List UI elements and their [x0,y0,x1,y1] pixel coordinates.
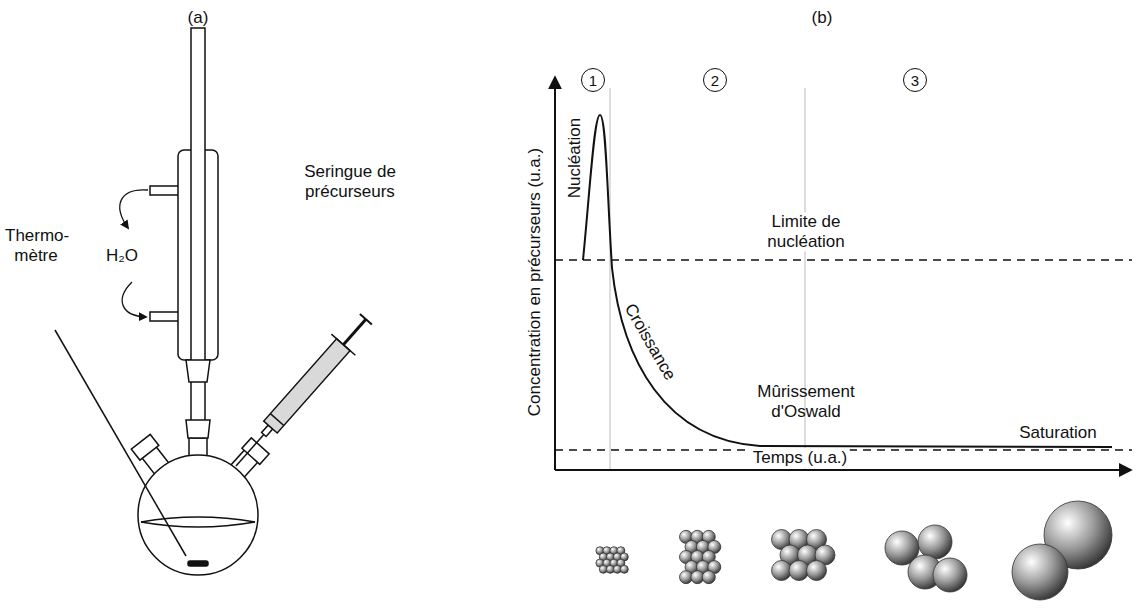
stage-label: Nucléation [565,118,585,198]
nanoparticle [1012,544,1068,600]
syringe-label: Seringue de précurseurs [295,162,405,201]
nanoparticle [807,561,827,581]
concentration-chart [555,78,1132,470]
nucleation-threshold [555,259,1132,260]
stage-number-text: 1 [589,73,597,88]
thermometer [55,330,186,556]
stage-number-text: 2 [711,73,719,88]
stage-number-text: 3 [911,73,919,88]
plunger-head [360,314,372,325]
reflux-apparatus [55,28,269,575]
particle-sequence [596,501,1112,600]
nanoparticle [918,525,952,559]
syringe [224,309,378,477]
syringe-barrel [264,339,350,433]
water-flow-arrow [120,190,148,228]
y-axis-title: Concentration en précurseurs (u.a.) [525,148,545,416]
neck-joint [131,434,159,460]
water-label: H₂O [106,246,138,266]
thermometer-label: Thermo- mètre [5,226,67,265]
syringe-plunger [343,319,366,344]
water-flow-arrow [122,282,146,317]
stage-number: 1 [581,68,605,92]
threshold-label: Limite de nucléation [743,212,869,251]
neck-joint [242,438,269,464]
stage-divider [610,88,611,470]
water-inlet [150,186,180,195]
water-outlet [150,312,180,321]
nanoparticle [933,558,967,592]
x-axis-title: Temps (u.a.) [750,448,850,468]
stir-bar [188,561,208,566]
flask-joint [186,420,210,438]
nanoparticle [789,561,809,581]
condenser-joint [186,360,210,382]
panel-letter: (a) [188,8,209,28]
stage-label: Mûrissement d'Oswald [741,382,871,421]
syringe-mark [270,414,283,426]
concentration-curve [583,115,1112,447]
liquid-surface [141,522,255,527]
stage-number: 2 [703,68,727,92]
nanoparticle [702,571,715,584]
nanoparticle [620,565,628,573]
y-axis [554,78,556,470]
threshold-label: Saturation [1019,423,1097,443]
round-bottom-flask [138,455,258,575]
stage-number: 3 [903,68,927,92]
panel-letter: (b) [812,8,833,28]
liquid-surface [141,517,255,522]
nanoparticle [772,561,792,581]
syringe-needle [236,435,264,466]
x-axis [555,469,1130,471]
